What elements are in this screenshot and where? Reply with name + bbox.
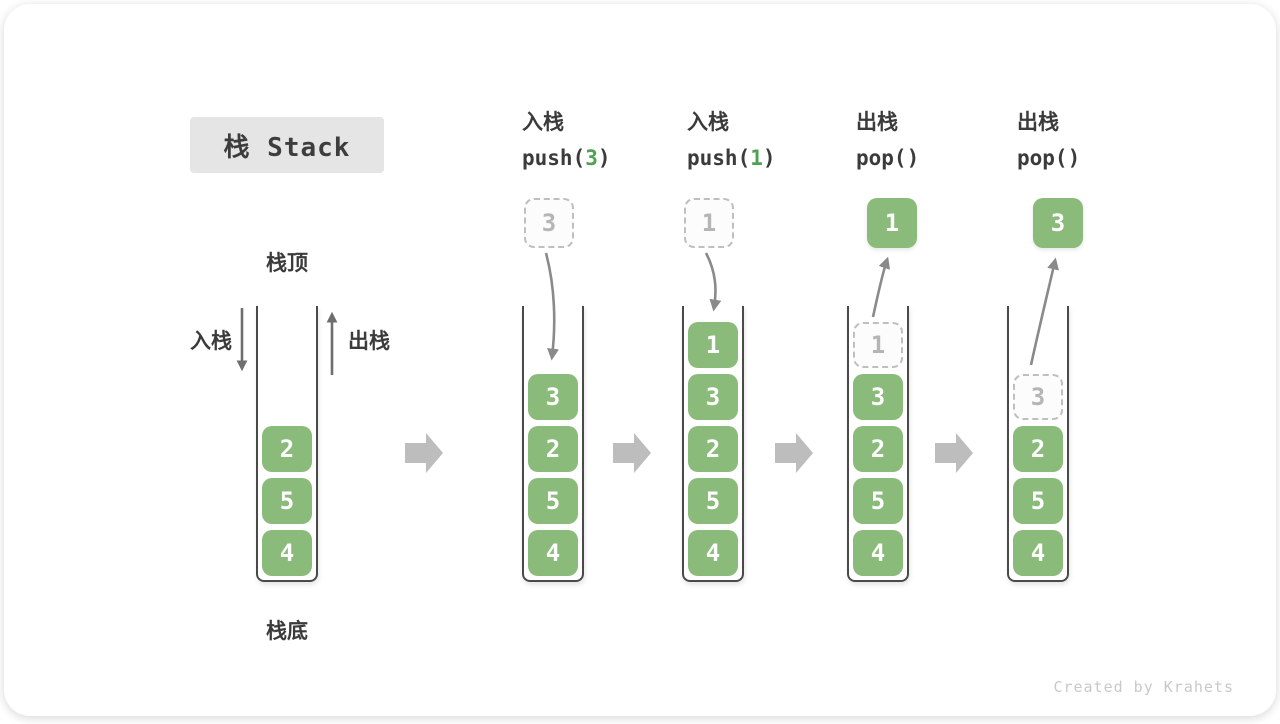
stack-block: 4 <box>688 530 738 576</box>
stack-initial: 2 5 4 <box>256 306 318 582</box>
stack-block: 5 <box>528 478 578 524</box>
op-code-arg: 3 <box>585 146 598 170</box>
watermark: Created by Krahets <box>1053 678 1234 696</box>
popped-value-box: 3 <box>1033 198 1083 248</box>
op-code: pop() <box>1017 146 1081 170</box>
op-name: 出栈 <box>856 111 898 134</box>
stack-ghost-block: 1 <box>853 322 903 368</box>
stack-block: 4 <box>262 530 312 576</box>
stack-after-push-3: 3 2 5 4 <box>522 306 584 582</box>
diagram-card: 栈 Stack 入栈 push(3) 入栈 push(1) 出栈 pop() 出… <box>4 4 1276 716</box>
stack-block: 2 <box>688 426 738 472</box>
push-side-label: 入栈 <box>190 330 232 353</box>
incoming-value-box: 1 <box>684 198 734 248</box>
stack-block: 2 <box>528 426 578 472</box>
op-name: 入栈 <box>687 111 729 134</box>
op-label-pop-1: 出栈 pop() <box>856 110 1016 171</box>
push-1-arrow-icon <box>704 252 722 312</box>
op-name: 入栈 <box>522 111 564 134</box>
stack-after-pop-3: 3 2 5 4 <box>1007 306 1069 582</box>
stack-block: 5 <box>262 478 312 524</box>
stack-block: 2 <box>1013 426 1063 472</box>
step-arrow-icon <box>405 433 443 473</box>
stack-block: 1 <box>688 322 738 368</box>
op-label-push-3: 入栈 push(3) <box>522 110 682 171</box>
stack-block: 2 <box>853 426 903 472</box>
step-arrow-icon <box>613 433 651 473</box>
stack-block: 3 <box>528 374 578 420</box>
op-code-arg: 1 <box>750 146 763 170</box>
popped-value-box: 1 <box>867 198 917 248</box>
stack-block: 3 <box>853 374 903 420</box>
stack-after-push-1: 1 3 2 5 4 <box>682 306 744 582</box>
incoming-value-box: 3 <box>524 198 574 248</box>
step-arrow-icon <box>775 433 813 473</box>
pop-side-label: 出栈 <box>348 330 390 353</box>
diagram-title: 栈 Stack <box>190 117 384 173</box>
stack-block: 4 <box>528 530 578 576</box>
stack-top-label: 栈顶 <box>266 252 308 275</box>
stack-block: 5 <box>688 478 738 524</box>
op-code: push(1) <box>687 146 776 170</box>
stack-block: 3 <box>688 374 738 420</box>
stack-after-pop-1: 1 3 2 5 4 <box>847 306 909 582</box>
stack-bottom-label: 栈底 <box>266 620 308 643</box>
op-code: push(3) <box>522 146 611 170</box>
op-label-pop-2: 出栈 pop() <box>1017 110 1177 171</box>
stack-ghost-block: 3 <box>1013 374 1063 420</box>
op-code: pop() <box>856 146 920 170</box>
stack-block: 4 <box>1013 530 1063 576</box>
op-label-push-1: 入栈 push(1) <box>687 110 847 171</box>
op-name: 出栈 <box>1017 111 1059 134</box>
stack-block: 5 <box>1013 478 1063 524</box>
stack-block: 5 <box>853 478 903 524</box>
step-arrow-icon <box>935 433 973 473</box>
stack-block: 2 <box>262 426 312 472</box>
diagram-title-label: 栈 Stack <box>223 132 351 163</box>
stack-block: 4 <box>853 530 903 576</box>
